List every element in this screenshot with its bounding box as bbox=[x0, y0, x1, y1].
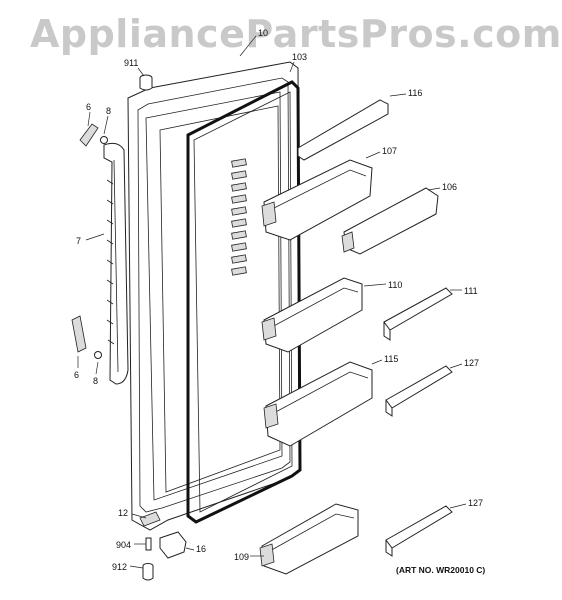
callout-127-upper: 127 bbox=[464, 358, 479, 368]
callout-6-lower: 6 bbox=[74, 370, 79, 380]
screw-upper bbox=[100, 136, 108, 144]
hinge-pin-912 bbox=[142, 563, 154, 581]
callout-12: 12 bbox=[118, 508, 128, 518]
liner-ribs bbox=[231, 158, 247, 276]
callout-911: 911 bbox=[124, 58, 138, 68]
callout-labels: 911 10 103 6 8 116 107 106 7 110 111 6 8… bbox=[74, 28, 483, 572]
door-panel bbox=[127, 61, 301, 531]
leader-lines bbox=[77, 35, 467, 569]
callout-912: 912 bbox=[112, 562, 127, 572]
callout-106: 106 bbox=[442, 182, 457, 192]
handle-cap-upper bbox=[79, 123, 99, 147]
callout-127-lower: 127 bbox=[468, 498, 483, 508]
callout-8-upper: 8 bbox=[106, 106, 111, 116]
callout-111: 111 bbox=[464, 286, 478, 296]
bin-trim-127-upper bbox=[385, 365, 453, 417]
callout-16: 16 bbox=[196, 544, 206, 554]
screw-904 bbox=[145, 537, 152, 551]
handle-cap-lower bbox=[71, 315, 87, 353]
hinge-bushing-911 bbox=[139, 74, 153, 91]
callout-115: 115 bbox=[384, 354, 398, 364]
callout-10: 10 bbox=[258, 28, 268, 38]
callout-6-upper: 6 bbox=[86, 102, 91, 112]
hinge-12 bbox=[139, 511, 161, 527]
door-bin-107 bbox=[261, 159, 373, 241]
callout-109: 109 bbox=[234, 552, 249, 562]
bin-trim-127-lower bbox=[385, 505, 453, 557]
callout-103: 103 bbox=[292, 52, 307, 62]
door-handle bbox=[103, 142, 129, 385]
callout-7: 7 bbox=[76, 236, 81, 246]
bin-rail-116 bbox=[297, 99, 389, 161]
door-bin-110 bbox=[261, 277, 363, 353]
callout-107: 107 bbox=[382, 146, 397, 156]
door-bin-115 bbox=[263, 361, 373, 447]
door-bin-109 bbox=[259, 503, 359, 575]
watermark: AppliancePartsPros.com bbox=[30, 12, 562, 56]
callout-8-lower: 8 bbox=[93, 376, 98, 386]
bin-trim-111 bbox=[383, 287, 453, 341]
callout-116: 116 bbox=[408, 88, 422, 98]
callout-110: 110 bbox=[388, 280, 402, 290]
door-gasket bbox=[186, 80, 302, 524]
hinge-cover-16 bbox=[159, 531, 187, 559]
callout-904: 904 bbox=[116, 540, 131, 550]
door-bin-106 bbox=[341, 187, 439, 255]
art-number: (ART NO. WR20010 C) bbox=[396, 565, 486, 575]
screw-lower bbox=[94, 351, 102, 359]
